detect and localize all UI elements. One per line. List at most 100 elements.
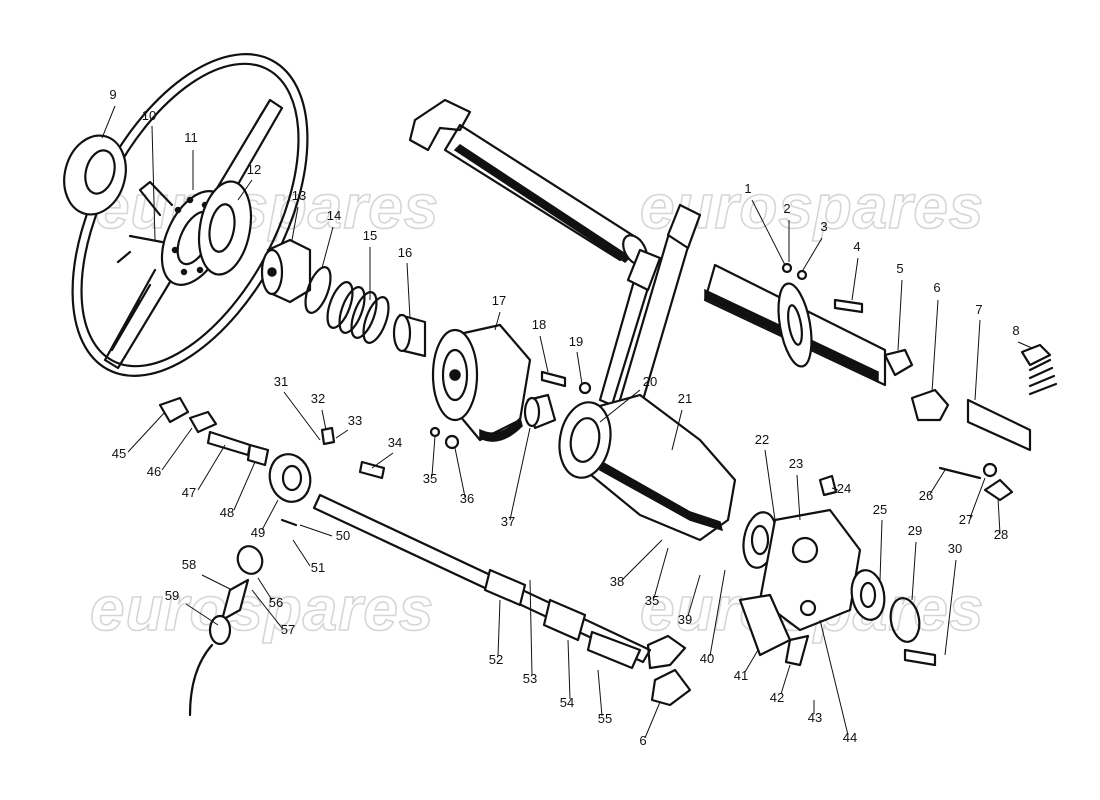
part-callout-c52: 52 xyxy=(489,652,503,667)
part-callout-c47: 47 xyxy=(182,485,196,500)
part-callout-c29: 29 xyxy=(908,523,922,538)
part-callout-c24: 24 xyxy=(837,481,851,496)
spring xyxy=(326,281,390,344)
leader-line-c40 xyxy=(709,569,726,657)
leader-line-c42 xyxy=(780,664,791,695)
part-callout-c15: 15 xyxy=(363,228,377,243)
leader-line-c23 xyxy=(796,474,801,521)
leader-line-c46 xyxy=(161,427,193,471)
part-callout-c12: 12 xyxy=(247,162,261,177)
leader-line-c6a xyxy=(931,299,939,393)
column-cowl xyxy=(558,393,737,542)
part-callout-c49: 49 xyxy=(251,525,265,540)
part-callout-c25: 25 xyxy=(873,502,887,517)
part-callout-c1: 1 xyxy=(744,181,751,196)
part-callout-c28: 28 xyxy=(994,527,1008,542)
part-callout-c22: 22 xyxy=(755,432,769,447)
leader-line-c31 xyxy=(283,391,321,441)
leader-line-c26 xyxy=(929,469,946,495)
leader-line-c59 xyxy=(185,603,219,626)
leader-line-c21 xyxy=(671,409,683,451)
part-callout-c16: 16 xyxy=(398,245,412,260)
leader-line-c10 xyxy=(151,125,156,241)
part-callout-c44: 44 xyxy=(843,730,857,745)
leader-line-c18 xyxy=(539,335,549,373)
part-callout-c2: 2 xyxy=(783,201,790,216)
part-callout-c56: 56 xyxy=(269,595,283,610)
part-callout-c35b: 35 xyxy=(645,593,659,608)
leader-line-c1 xyxy=(751,199,786,266)
switch-housing xyxy=(431,323,532,442)
leader-line-c34 xyxy=(371,452,394,469)
part-callout-c13: 13 xyxy=(292,188,306,203)
leader-line-c39 xyxy=(687,574,701,617)
indicator-stalks xyxy=(598,203,702,412)
leader-line-c6b xyxy=(644,701,661,739)
part-callout-c36: 36 xyxy=(460,491,474,506)
part-callout-c30: 30 xyxy=(948,541,962,556)
column-tube-upper xyxy=(408,98,648,266)
part-callout-c11: 11 xyxy=(184,130,198,145)
part-callout-c53: 53 xyxy=(523,671,537,686)
leader-line-c13 xyxy=(291,206,299,241)
leader-line-c54 xyxy=(567,639,571,700)
part-callout-c59: 59 xyxy=(165,588,179,603)
watermark-top-right: eurospares xyxy=(640,173,984,242)
leader-line-c27 xyxy=(969,477,986,519)
part-callout-c23: 23 xyxy=(789,456,803,471)
snap-ring xyxy=(304,266,332,314)
part-callout-c54: 54 xyxy=(560,695,574,710)
leader-line-c41 xyxy=(744,649,759,673)
part-callout-c57: 57 xyxy=(281,622,295,637)
part-callout-c3: 3 xyxy=(820,219,827,234)
part-callout-c6a: 6 xyxy=(933,280,940,295)
part-callout-c48: 48 xyxy=(220,505,234,520)
leader-line-c20 xyxy=(599,389,641,423)
leader-line-c33 xyxy=(335,429,349,439)
leader-line-c58 xyxy=(201,574,233,591)
part-callout-c14: 14 xyxy=(327,208,341,223)
part-callout-c4: 4 xyxy=(853,239,860,254)
part-callout-c31: 31 xyxy=(274,374,288,389)
leader-line-c35b xyxy=(653,547,669,599)
part-callout-c43: 43 xyxy=(808,710,822,725)
leader-line-c12 xyxy=(237,179,253,201)
inner-shaft xyxy=(312,493,692,707)
leader-line-c36 xyxy=(454,447,466,498)
horn-cable xyxy=(188,545,264,717)
leader-line-c28 xyxy=(997,497,1001,535)
part-callout-c32: 32 xyxy=(311,391,325,406)
horn-button xyxy=(63,134,127,216)
part-callout-c8: 8 xyxy=(1012,323,1019,338)
part-callout-c26: 26 xyxy=(919,488,933,503)
part-callout-c41: 41 xyxy=(734,668,748,683)
leader-line-c56 xyxy=(257,577,273,601)
part-callout-c21: 21 xyxy=(678,391,692,406)
leader-line-c38 xyxy=(621,539,663,581)
part-callout-c55: 55 xyxy=(598,711,612,726)
part-callout-c27: 27 xyxy=(959,512,973,527)
leader-line-c35a xyxy=(431,435,436,477)
part-callout-c37: 37 xyxy=(501,514,515,529)
part-callout-c42: 42 xyxy=(770,690,784,705)
leader-line-c3 xyxy=(802,237,823,271)
leader-line-c32 xyxy=(321,409,327,431)
leader-line-c4 xyxy=(851,257,859,301)
part-callout-c58: 58 xyxy=(182,557,196,572)
leader-line-c25 xyxy=(879,519,883,581)
leader-line-c48 xyxy=(233,461,256,511)
callout-group: 1234567891011121314151617181920212223242… xyxy=(101,87,1033,748)
wheel-boss xyxy=(260,238,312,304)
leader-line-c57 xyxy=(251,589,283,629)
part-callout-c50: 50 xyxy=(336,528,350,543)
part-callout-c17: 17 xyxy=(492,293,506,308)
leader-line-c9 xyxy=(101,105,116,139)
leader-line-c19 xyxy=(576,351,583,385)
leader-line-c7 xyxy=(974,319,981,401)
part-callout-c33: 33 xyxy=(348,413,362,428)
part-callout-c34: 34 xyxy=(388,435,402,450)
leader-line-c5 xyxy=(897,279,903,351)
part-callout-c20: 20 xyxy=(643,374,657,389)
column-tube-lower xyxy=(703,263,887,387)
